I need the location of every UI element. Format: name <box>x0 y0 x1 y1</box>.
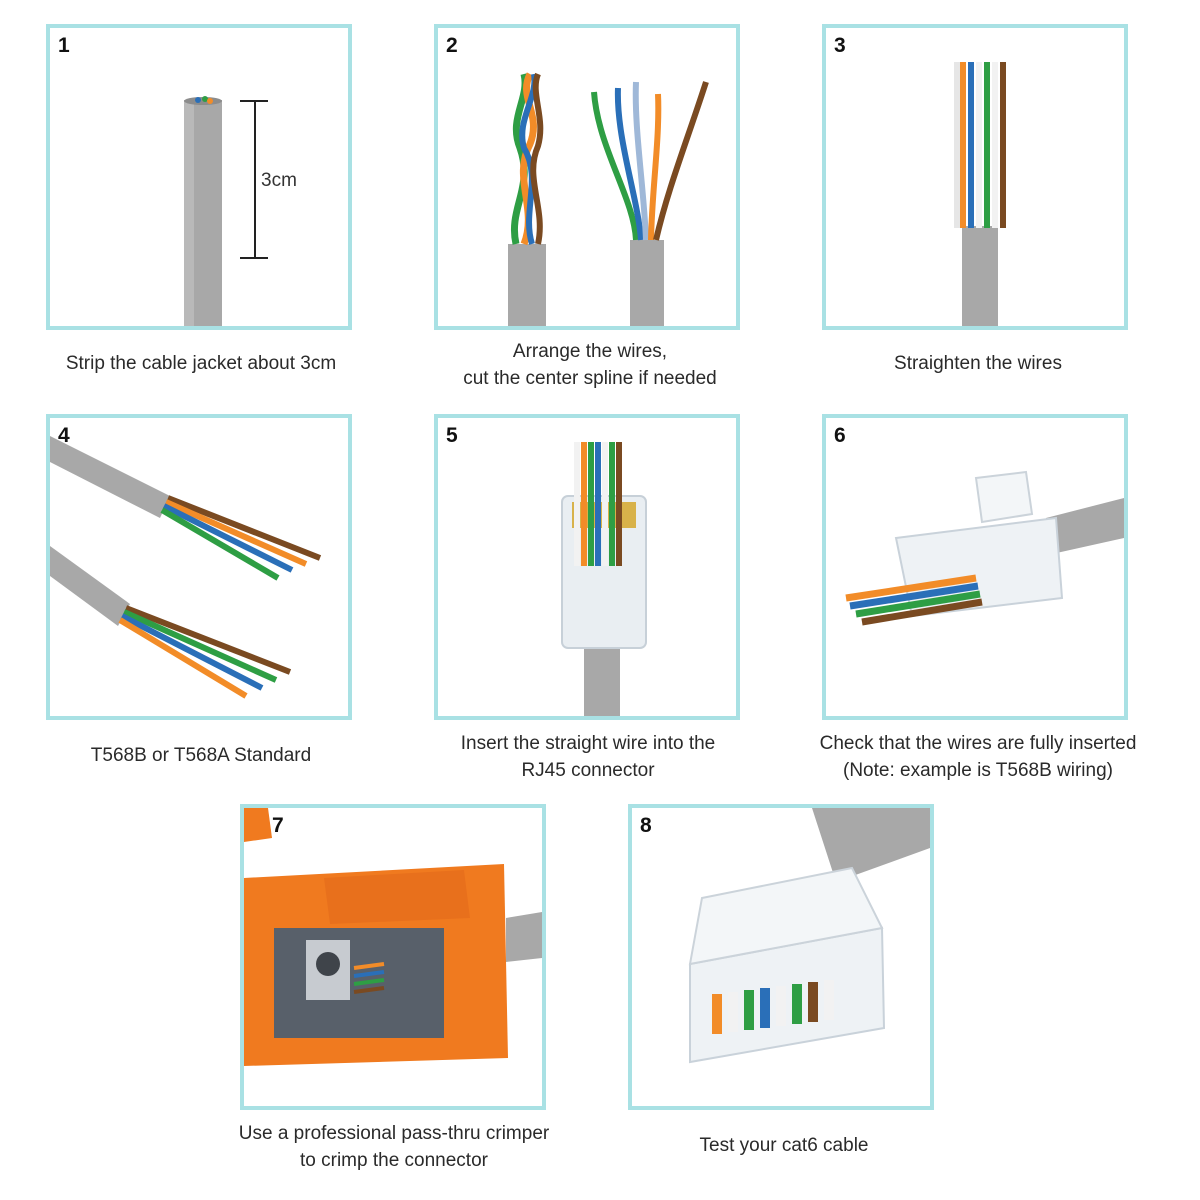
step-number: 1 <box>58 34 70 57</box>
step-number: 7 <box>272 814 284 837</box>
straightened-wires-illustration <box>954 62 1006 326</box>
step-number: 4 <box>58 424 70 447</box>
insert-into-connector-illustration <box>561 442 647 716</box>
step-2-panel: 2 <box>434 24 740 330</box>
step-6-caption: Check that the wires are fully inserted … <box>819 733 1137 781</box>
crimper-tool-illustration <box>244 808 542 1066</box>
step-5-panel: 5 <box>434 414 740 720</box>
step-8-caption: Test your cat6 cable <box>699 1135 869 1156</box>
step-4-panel: 4 <box>46 414 352 720</box>
finished-cable-illustration <box>688 808 930 1064</box>
step-number: 8 <box>640 814 652 837</box>
step-number: 5 <box>446 424 458 447</box>
step-6-panel: 6 <box>822 414 1128 720</box>
step-4-caption: T568B or T568A Standard <box>90 745 312 766</box>
step-1-panel: 1 3cm <box>46 24 352 330</box>
arranged-wires-illustration <box>508 72 709 326</box>
step-number: 6 <box>834 424 846 447</box>
step-5-caption: Insert the straight wire into the RJ45 c… <box>460 733 716 781</box>
step-1-caption: Strip the cable jacket about 3cm <box>65 353 337 374</box>
step-2-caption: Arrange the wires, cut the center spline… <box>463 341 717 389</box>
step-number: 3 <box>834 34 846 57</box>
step-7-caption: Use a professional pass-thru crimper to … <box>238 1123 550 1171</box>
stripped-cable-illustration <box>184 96 268 326</box>
step-3-panel: 3 <box>822 24 1128 330</box>
measure-label: 3cm <box>261 170 297 191</box>
wiring-standard-illustration <box>50 436 322 699</box>
check-insertion-illustration <box>845 470 1124 626</box>
step-7-panel: 7 <box>240 804 546 1110</box>
step-3-caption: Straighten the wires <box>894 353 1062 374</box>
step-number: 2 <box>446 34 458 57</box>
step-8-panel: 8 <box>628 804 934 1110</box>
